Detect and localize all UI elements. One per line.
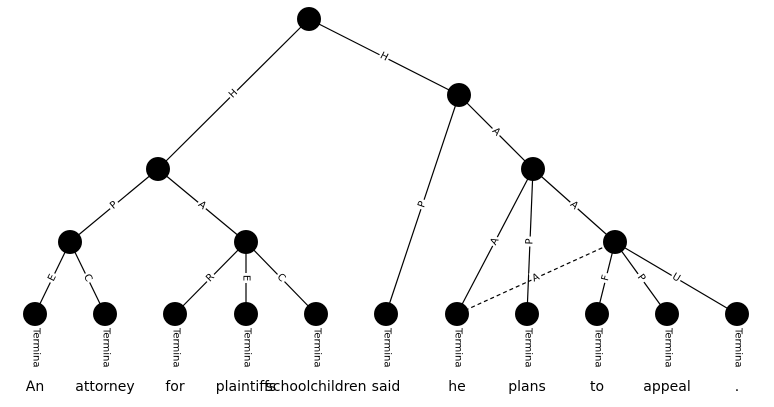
terminal-node	[93, 302, 117, 326]
edge-label-background	[528, 269, 544, 286]
edge-label-group: A	[486, 233, 503, 249]
terminal-node	[234, 302, 258, 326]
edge-label-group: P	[522, 236, 537, 247]
non-terminal-node	[297, 7, 321, 31]
edge-labels-layer: H H P A E C R E C P A A P A A F P U	[44, 48, 684, 286]
word-token: plans	[508, 379, 546, 395]
edge-label: A	[489, 236, 502, 247]
edge-label: P	[635, 272, 647, 283]
word-token: said	[372, 379, 401, 395]
edge-label-group: P	[414, 197, 430, 212]
edge-label-background	[486, 233, 503, 249]
non-terminal-node	[521, 157, 545, 181]
edge-label: P	[108, 199, 120, 211]
edge-label-group: C	[273, 269, 290, 286]
terminal-node	[585, 302, 609, 326]
edge-label-background	[522, 236, 537, 247]
edge-label-group: U	[668, 269, 684, 286]
edge-label-background	[414, 197, 430, 212]
terminal-tag: Termina	[101, 327, 112, 367]
edge-label-group: P	[633, 269, 650, 286]
edge-label-background	[273, 269, 290, 286]
terminal-tag: Termina	[733, 327, 744, 367]
nodes-layer	[23, 7, 749, 326]
terminal-tag: Termina	[382, 327, 393, 367]
non-terminal-node	[146, 157, 170, 181]
edge-label: F	[600, 274, 612, 282]
edge-label-group: H	[376, 48, 392, 65]
edge-label: E	[46, 273, 59, 284]
edge-label: P	[416, 200, 428, 209]
terminal-node	[655, 302, 679, 326]
edge-label-group: A	[488, 123, 505, 140]
edge-label: E	[241, 275, 252, 281]
edge-label: P	[524, 238, 535, 244]
edge-label: A	[531, 272, 542, 285]
terminal-tag: Termina	[242, 327, 253, 367]
edge-label-background	[79, 270, 96, 286]
edge-label: C	[81, 272, 94, 283]
terminal-tag: Termina	[171, 327, 182, 367]
edge-label-group: A	[528, 269, 544, 286]
word-token: appeal	[643, 379, 690, 395]
terminal-node	[445, 302, 469, 326]
edge-label-background	[488, 123, 505, 140]
edge-label-background	[376, 48, 392, 65]
word-token: schoolchildren	[265, 379, 366, 395]
word-token: he	[448, 379, 466, 395]
edge-label-background	[105, 196, 122, 214]
edge-label-background	[633, 269, 650, 286]
terminal-tag: Termina	[312, 327, 323, 367]
edge-label-group: A	[194, 196, 211, 214]
edge-label-group: C	[79, 270, 96, 286]
terminal-tag: Termina	[453, 327, 464, 367]
edge-label-group: F	[597, 271, 614, 285]
non-terminal-node	[447, 83, 471, 107]
edge-label-group: A	[566, 196, 583, 214]
edge-label-background	[44, 270, 61, 286]
terminal-node	[304, 302, 328, 326]
terminal-tags-layer: Termina Termina Termina Termina Termina Termi…	[31, 327, 744, 367]
terminal-node	[725, 302, 749, 326]
edge-label-background	[668, 269, 684, 286]
edge-label: U	[670, 271, 682, 284]
terminal-tag: Termina	[593, 327, 604, 367]
edge-label-background	[240, 273, 253, 283]
terminal-node	[374, 302, 398, 326]
terminal-tag: Termina	[31, 327, 42, 367]
edge-label-background	[566, 196, 583, 214]
edge-label-background	[225, 85, 242, 102]
edge-label-group: E	[240, 273, 253, 283]
terminal-node	[23, 302, 47, 326]
edge-label: H	[378, 50, 390, 63]
terminal-tag: Termina	[663, 327, 674, 367]
non-terminal-node	[58, 230, 82, 254]
word-token: for	[165, 379, 184, 395]
word-token: plaintiffs	[216, 379, 276, 395]
edge-label-background	[597, 271, 614, 285]
edge-label-group: E	[44, 270, 61, 286]
edge-label-group: H	[225, 85, 242, 102]
word-token: An	[26, 379, 44, 395]
terminal-node	[163, 302, 187, 326]
edge-label-background	[194, 196, 211, 214]
word-token: attorney	[75, 379, 134, 395]
terminal-node	[515, 302, 539, 326]
edge-label: A	[196, 199, 208, 212]
edge-label-background	[202, 269, 219, 286]
terminal-tag: Termina	[523, 327, 534, 367]
edge-label-group: R	[202, 269, 219, 286]
edge-label-group: P	[105, 196, 122, 214]
word-token: .	[735, 379, 739, 395]
non-terminal-node	[603, 230, 627, 254]
word-token: to	[590, 379, 604, 395]
non-terminal-node	[234, 230, 258, 254]
